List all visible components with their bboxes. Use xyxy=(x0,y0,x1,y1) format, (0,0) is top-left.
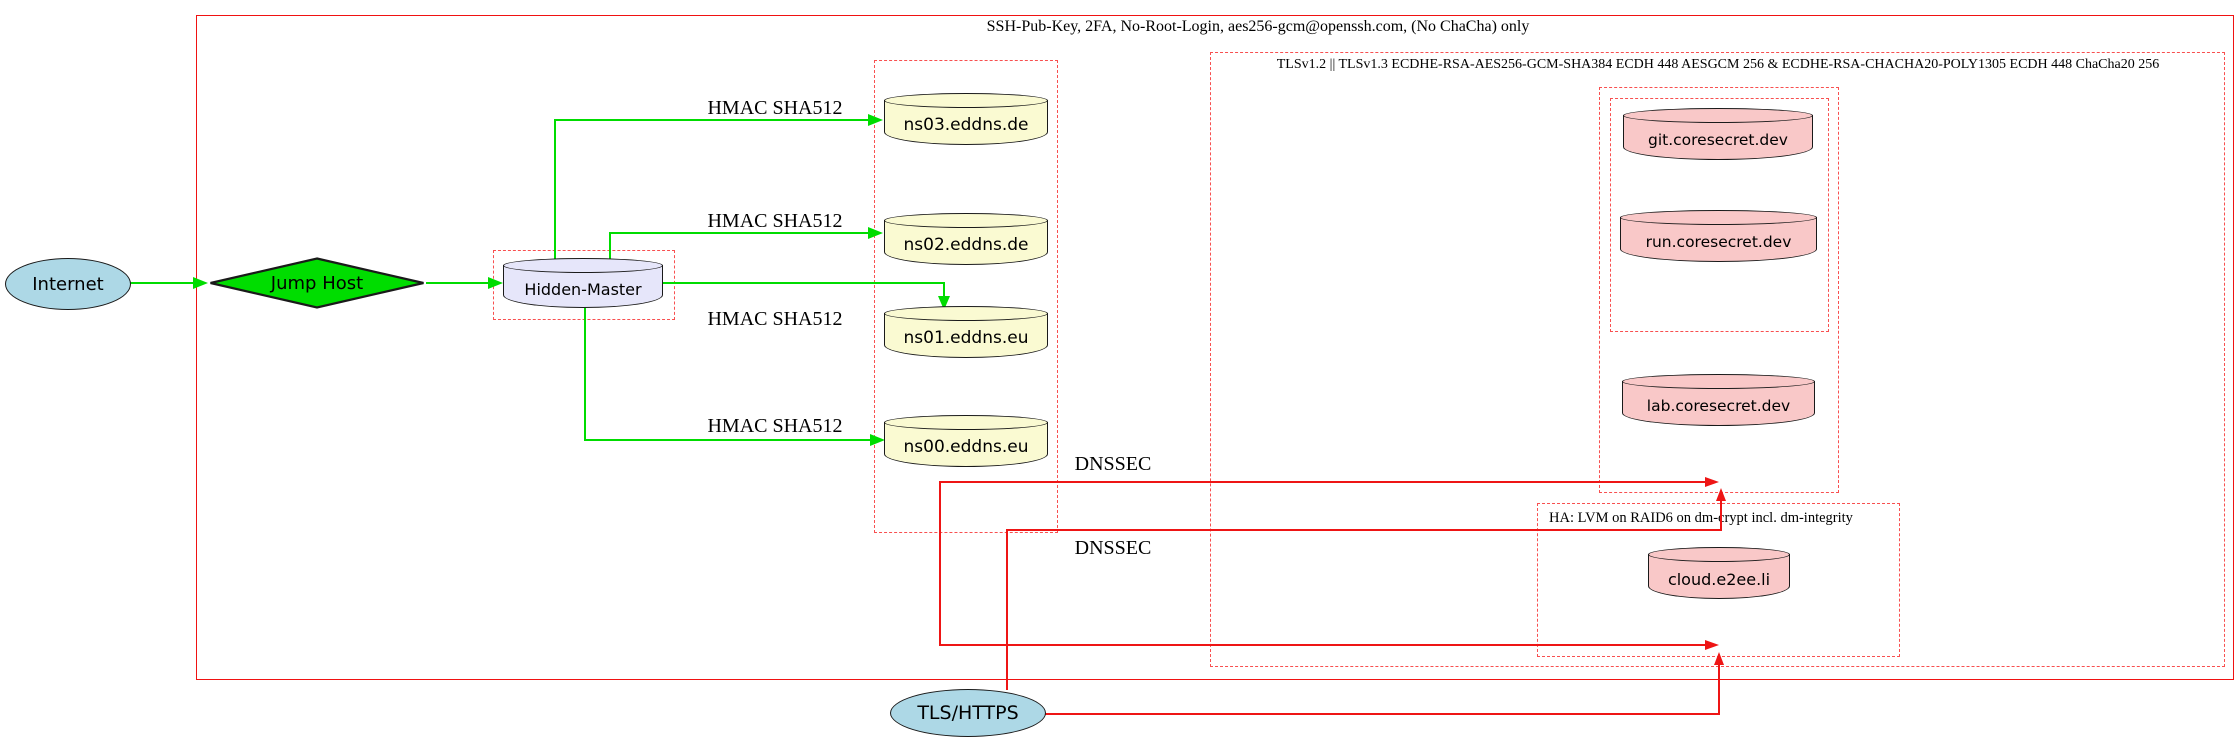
node-tls-https-label: TLS/HTTPS xyxy=(917,702,1019,724)
node-cloud-label: cloud.e2ee.li xyxy=(1667,569,1771,589)
arrowhead-jumphost-hiddenmaster xyxy=(488,277,503,289)
arrowhead-red-lower xyxy=(1705,640,1719,650)
edge-red-lower-horizontal xyxy=(939,644,1705,646)
edge-hm-ns02-horizontal xyxy=(609,232,868,235)
edge-jumphost-hiddenmaster xyxy=(426,282,488,285)
cluster-ssh-box xyxy=(196,15,2234,680)
arrowhead-tlshttps-coresecret xyxy=(1716,488,1726,501)
ns00-cylinder-cap xyxy=(884,415,1048,430)
edge-hm-ns01-horizontal xyxy=(663,282,945,285)
node-internet-label: Internet xyxy=(32,273,104,295)
edge-tlshttps-ha-v xyxy=(1718,664,1720,714)
cluster-ha-label: HA: LVM on RAID6 on dm-crypt incl. dm-in… xyxy=(1549,510,1853,526)
node-ns03-label: ns03.eddns.de xyxy=(903,115,1029,135)
run-cylinder-body xyxy=(1620,217,1817,262)
edge-label-dnssec-1: DNSSEC xyxy=(1074,453,1152,475)
cluster-tls-label: TLSv1.2 || TLSv1.3 ECDHE-RSA-AES256-GCM-… xyxy=(1276,57,2160,72)
git-cylinder-cap xyxy=(1623,108,1813,123)
edge-label-hmac-ns00: HMAC SHA512 xyxy=(707,415,843,437)
node-ns00: ns00.eddns.eu xyxy=(884,415,1048,467)
edge-tlshttps-coresecret-v2 xyxy=(1720,499,1722,530)
edge-hm-ns00-horizontal xyxy=(584,439,870,442)
cloud-cylinder-cap xyxy=(1648,547,1790,562)
node-ns02-label: ns02.eddns.de xyxy=(903,235,1029,255)
edge-tlshttps-ha-h xyxy=(1044,713,1720,715)
cluster-tls-box xyxy=(1210,52,2225,667)
node-jump-host: Jump Host xyxy=(208,257,426,309)
node-run: run.coresecret.dev xyxy=(1620,210,1817,262)
ns01-cylinder-cap xyxy=(884,306,1048,321)
cluster-ssh-label: SSH-Pub-Key, 2FA, No-Root-Login, aes256-… xyxy=(986,18,1530,35)
arrowhead-hm-ns02 xyxy=(868,227,883,239)
hidden-master-cylinder-cap xyxy=(503,258,663,273)
run-cylinder-cap xyxy=(1620,210,1817,225)
node-ns03: ns03.eddns.de xyxy=(884,93,1048,145)
arrowhead-hm-ns03 xyxy=(868,114,883,126)
node-tls-https: TLS/HTTPS xyxy=(890,689,1046,737)
edge-hm-ns03-vertical xyxy=(554,119,557,260)
node-lab-label: lab.coresecret.dev xyxy=(1646,397,1791,415)
edge-hm-ns01-vertical xyxy=(943,282,946,298)
cluster-coresecret-inner-box xyxy=(1610,98,1829,332)
edge-internet-jumphost xyxy=(129,282,193,285)
node-ns01: ns01.eddns.eu xyxy=(884,306,1048,358)
arrowhead-internet-jumphost xyxy=(193,277,208,289)
arrowhead-tlshttps-ha xyxy=(1714,652,1724,665)
ns02-cylinder-cap xyxy=(884,213,1048,228)
edge-red-bracket-vertical xyxy=(939,481,941,646)
ns03-cylinder-cap xyxy=(884,93,1048,108)
edge-hm-ns00-vertical xyxy=(584,308,587,441)
node-git-label: git.coresecret.dev xyxy=(1648,131,1788,149)
node-internet: Internet xyxy=(5,258,131,310)
node-hidden-master-label: Hidden-Master xyxy=(524,279,642,299)
node-cloud: cloud.e2ee.li xyxy=(1648,547,1790,599)
node-ns02: ns02.eddns.de xyxy=(884,213,1048,265)
edge-red-upper-horizontal xyxy=(939,481,1705,483)
node-hidden-master: Hidden-Master xyxy=(503,258,663,308)
edge-label-hmac-ns02: HMAC SHA512 xyxy=(707,210,843,232)
edge-label-hmac-ns03: HMAC SHA512 xyxy=(707,97,843,119)
edge-hm-ns03-horizontal xyxy=(554,119,868,122)
cluster-dns-box xyxy=(874,60,1058,533)
node-lab: lab.coresecret.dev xyxy=(1622,374,1815,426)
edge-tlshttps-coresecret-v1 xyxy=(1006,530,1008,690)
node-ns00-label: ns00.eddns.eu xyxy=(903,437,1029,457)
edge-tlshttps-coresecret-h xyxy=(1006,529,1722,531)
node-ns01-label: ns01.eddns.eu xyxy=(903,328,1029,348)
arrowhead-hm-ns00 xyxy=(870,434,885,446)
node-run-label: run.coresecret.dev xyxy=(1645,233,1792,251)
edge-label-dnssec-2: DNSSEC xyxy=(1074,537,1152,559)
lab-cylinder-cap xyxy=(1622,374,1815,389)
node-jump-host-label: Jump Host xyxy=(270,272,364,294)
node-git: git.coresecret.dev xyxy=(1623,108,1813,160)
edge-hm-ns02-vertical xyxy=(609,232,612,260)
arrowhead-red-upper xyxy=(1705,477,1719,487)
edge-label-hmac-ns01: HMAC SHA512 xyxy=(707,308,843,330)
jump-host-diamond-shape xyxy=(210,257,424,309)
